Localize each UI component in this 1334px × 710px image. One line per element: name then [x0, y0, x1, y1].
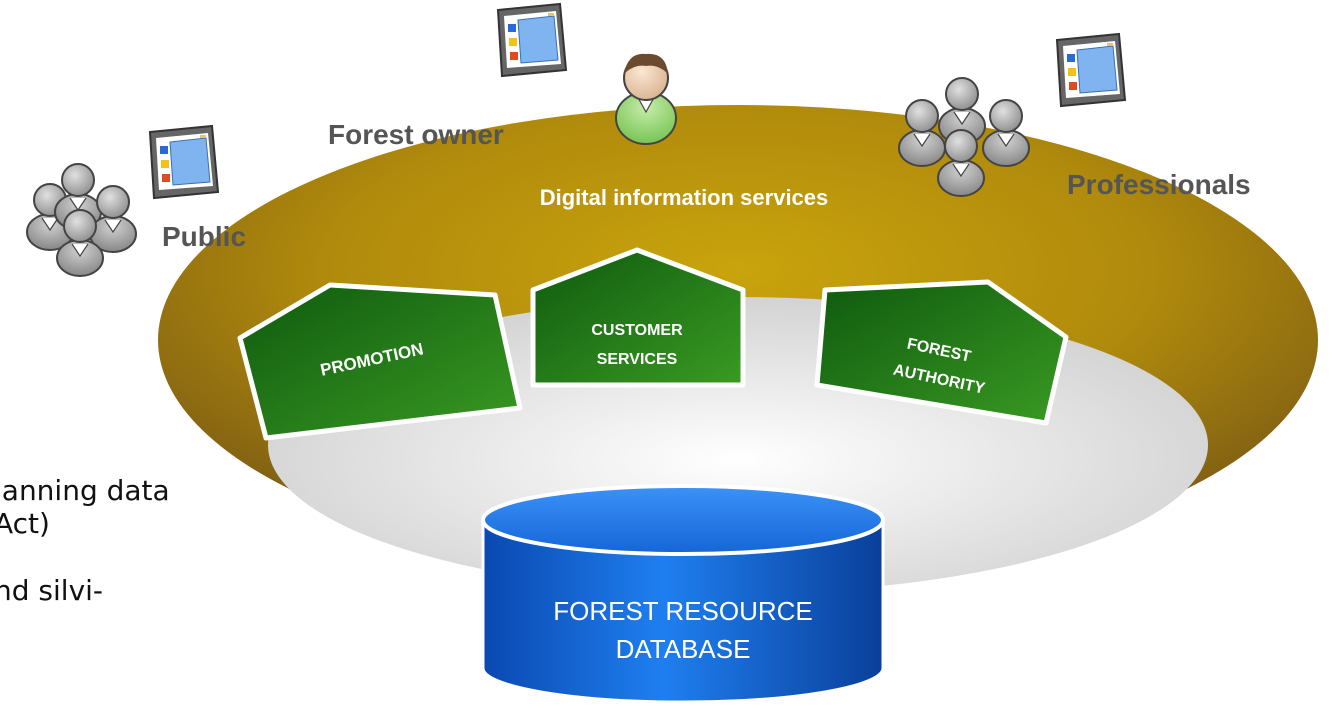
- database-label-line1: FOREST RESOURCE: [553, 596, 813, 626]
- side-text-line1: lanning data: [0, 474, 170, 507]
- customer-services-label-line1: CUSTOMER: [591, 322, 683, 339]
- forest-owner-group: Forest owner: [328, 3, 677, 150]
- monitor-icon: [497, 3, 567, 77]
- person-icon: [615, 53, 677, 145]
- ring-title: Digital information services: [540, 185, 829, 210]
- monitor-icon: [1056, 33, 1126, 107]
- side-text-line3: nd silvi-: [0, 574, 103, 607]
- group-icon: [26, 163, 137, 277]
- database-icon: FOREST RESOURCE DATABASE: [481, 484, 885, 704]
- forest-owner-label: Forest owner: [328, 119, 504, 150]
- customer-services-label-line2: SERVICES: [597, 351, 678, 368]
- professionals-label: Professionals: [1067, 169, 1251, 200]
- monitor-icon: [149, 125, 219, 199]
- customer-services-panel: CUSTOMER SERVICES: [530, 247, 746, 388]
- database-label-line2: DATABASE: [616, 634, 751, 664]
- forest-authority-panel: FOREST AUTHORITY: [814, 279, 1069, 426]
- side-text-line2: Act): [0, 507, 50, 540]
- promotion-panel: PROMOTION: [237, 282, 523, 441]
- public-group: Public: [26, 125, 246, 277]
- professionals-group: Professionals: [898, 33, 1251, 200]
- public-label: Public: [162, 221, 246, 252]
